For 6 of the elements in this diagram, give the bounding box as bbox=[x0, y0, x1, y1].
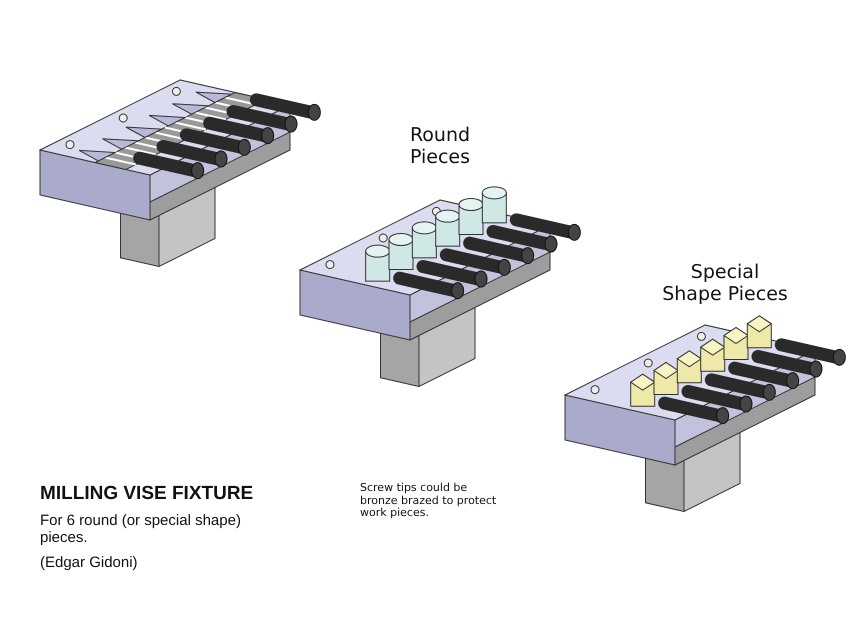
section-heading: Round Pieces bbox=[408, 125, 472, 169]
author-credit: (Edgar Gidoni) bbox=[40, 554, 138, 572]
subtitle: For 6 round (or special shape) pieces. bbox=[40, 512, 242, 546]
title: MILLING VISE FIXTURE bbox=[40, 483, 254, 505]
section-heading: Special Shape Pieces bbox=[661, 262, 789, 306]
note: Screw tips could be bronze brazed to protect work pieces. bbox=[360, 482, 498, 520]
